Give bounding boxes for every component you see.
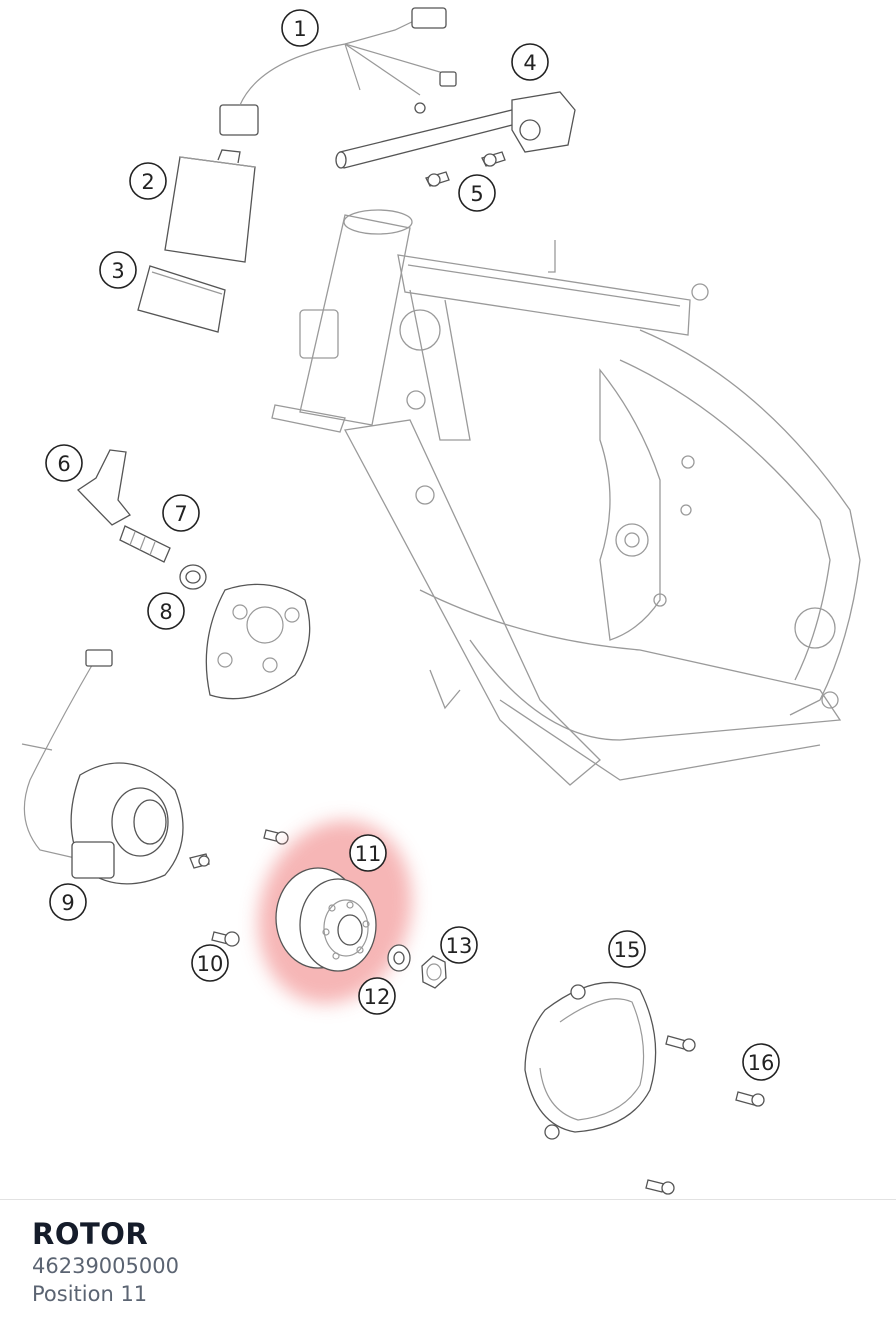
callout-15[interactable]: 15 (608, 930, 646, 968)
callout-2[interactable]: 2 (129, 162, 167, 200)
screws-5 (425, 151, 506, 187)
callout-1[interactable]: 1 (281, 9, 319, 47)
callout-6-text: 6 (57, 452, 70, 476)
callout-16-text: 16 (748, 1051, 775, 1075)
callout-12-text: 12 (364, 985, 391, 1009)
callout-7-text: 7 (174, 502, 187, 526)
callout-4-text: 4 (523, 51, 536, 75)
callout-7[interactable]: 7 (162, 494, 200, 532)
exploded-parts-diagram: 1 2 3 4 5 6 7 8 9 10 11 12 (21, 7, 861, 1195)
screws-16 (645, 1035, 765, 1195)
callout-5-text: 5 (470, 182, 483, 206)
screw-10 (211, 931, 240, 947)
wiring-harness (219, 7, 457, 136)
rubber-holder (137, 265, 226, 333)
ignition-cover (524, 981, 657, 1140)
part-number: 46239005000 (32, 1254, 179, 1278)
spark-plug (119, 525, 171, 563)
part-info-panel: ROTOR 46239005000 Position 11 (32, 1216, 179, 1308)
callout-9[interactable]: 9 (49, 883, 87, 921)
callout-5[interactable]: 5 (458, 174, 496, 212)
cdi-unit (164, 149, 256, 263)
callout-8[interactable]: 8 (147, 592, 185, 630)
divider (0, 1199, 896, 1200)
frame-drawing (271, 209, 861, 786)
sealing-ring (179, 564, 207, 590)
cylinder-head (205, 583, 311, 700)
nut-13 (421, 955, 447, 989)
washer-12 (387, 944, 411, 972)
callout-13-text: 13 (446, 934, 473, 958)
callout-11[interactable]: 11 (349, 834, 387, 872)
callout-1-text: 1 (293, 17, 306, 41)
callout-9-text: 9 (61, 891, 74, 915)
spark-plug-cap (76, 449, 131, 526)
callout-13[interactable]: 13 (440, 926, 478, 964)
callout-10-text: 10 (197, 952, 224, 976)
callout-3-text: 3 (111, 259, 124, 283)
callout-12[interactable]: 12 (358, 977, 396, 1015)
part-position: Position 11 (32, 1282, 148, 1306)
callout-11-text: 11 (355, 842, 382, 866)
callout-3[interactable]: 3 (99, 251, 137, 289)
part-name: ROTOR (32, 1217, 149, 1251)
callout-4[interactable]: 4 (511, 43, 549, 81)
callout-2-text: 2 (141, 170, 154, 194)
stator (21, 649, 289, 885)
callout-15-text: 15 (614, 938, 641, 962)
callout-6[interactable]: 6 (45, 444, 83, 482)
callout-10[interactable]: 10 (191, 944, 229, 982)
callout-16[interactable]: 16 (742, 1043, 780, 1081)
rotor (275, 867, 377, 972)
callout-8-text: 8 (159, 600, 172, 624)
ignition-coil (335, 91, 576, 169)
